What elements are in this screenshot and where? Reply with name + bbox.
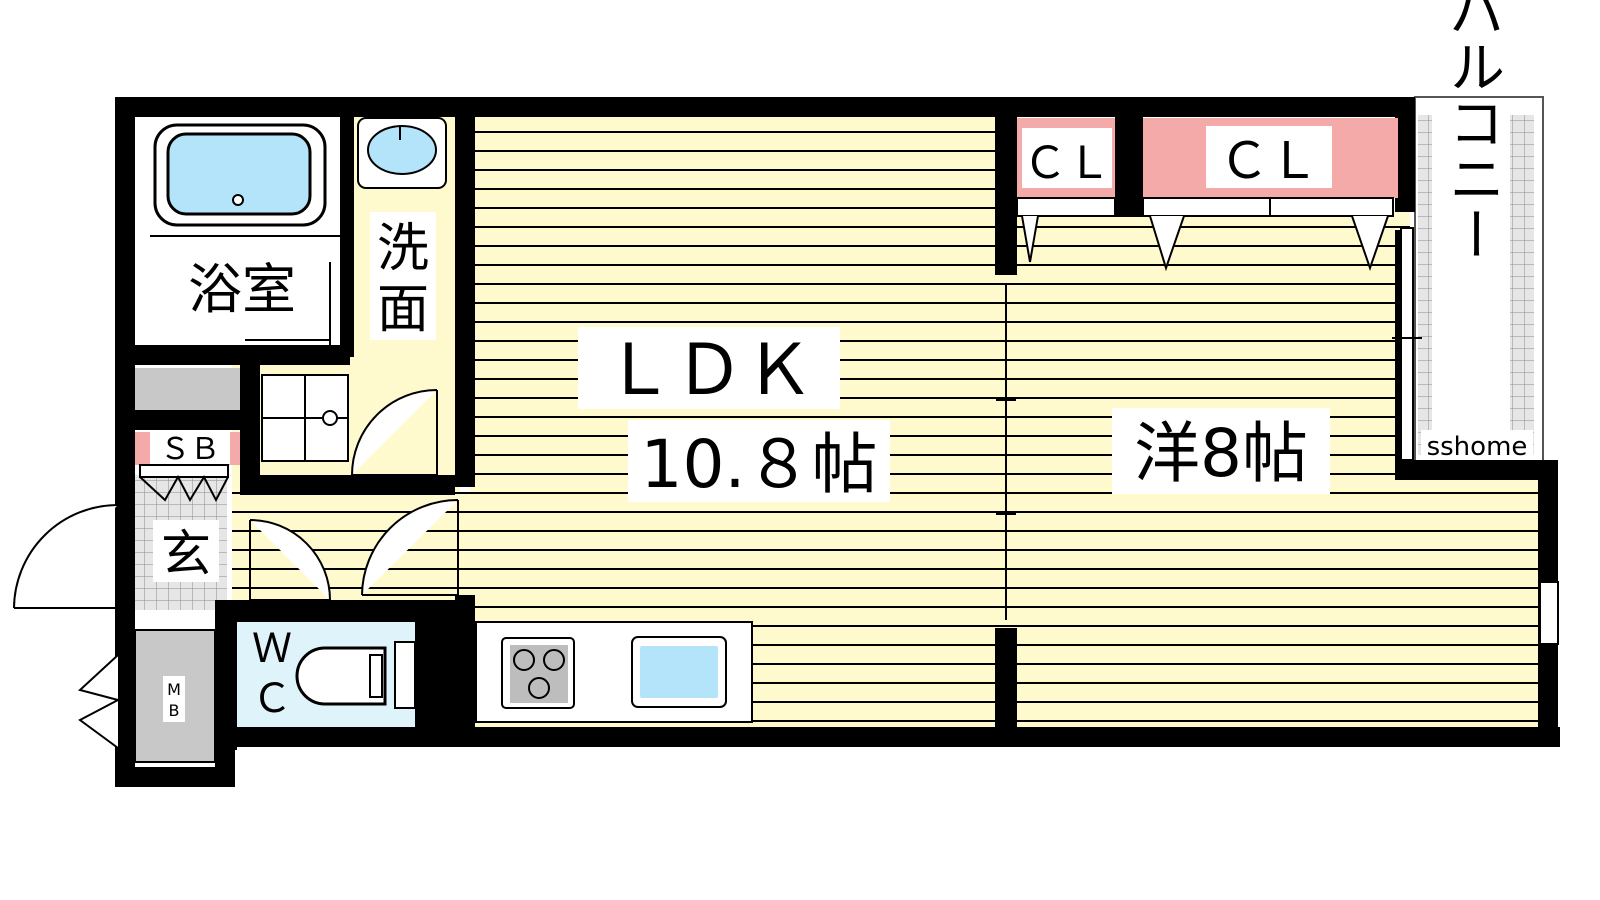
window-balcony (1400, 227, 1414, 461)
closet-small-label: ＣＬ (1023, 138, 1111, 189)
meter-box-label-2: B (169, 701, 180, 720)
bath-door (245, 262, 331, 345)
wc-label-2: Ｃ (252, 676, 292, 722)
walls (115, 97, 1560, 787)
western-room-floor-ext (1405, 470, 1545, 732)
closet-door-marks (1021, 215, 1389, 272)
closet-large-label: ＣＬ (1219, 132, 1319, 190)
window-east (1539, 581, 1559, 645)
western-room-label: 洋8帖 (1134, 415, 1308, 492)
meter-box-label-1: M (167, 680, 181, 699)
shoe-box-label: ＳＢ (160, 432, 220, 467)
toilet-tank (394, 641, 416, 709)
ldk-door (361, 499, 459, 596)
ldk-size-label: 10.８帖 (641, 426, 878, 503)
front-door (13, 504, 119, 609)
meter-box-doors (77, 654, 119, 749)
washroom-label-2: 面 (377, 280, 429, 340)
washroom-label-1: 洗 (377, 219, 429, 279)
balcony-rail-right (1510, 115, 1534, 455)
balcony-rail-left (1418, 115, 1432, 455)
bath-label: 浴室 (188, 258, 296, 321)
wc-label-1: Ｗ (252, 626, 292, 672)
ldk-label: ＬＤＫ (604, 329, 814, 411)
wc-door (249, 519, 331, 601)
entrance-label: 玄 (161, 525, 211, 583)
storage-gray (135, 368, 240, 410)
washroom-door (351, 389, 438, 476)
balcony-label: バルコニー (1440, 0, 1505, 262)
toilet (295, 646, 387, 706)
watermark: sshome (1427, 432, 1528, 462)
